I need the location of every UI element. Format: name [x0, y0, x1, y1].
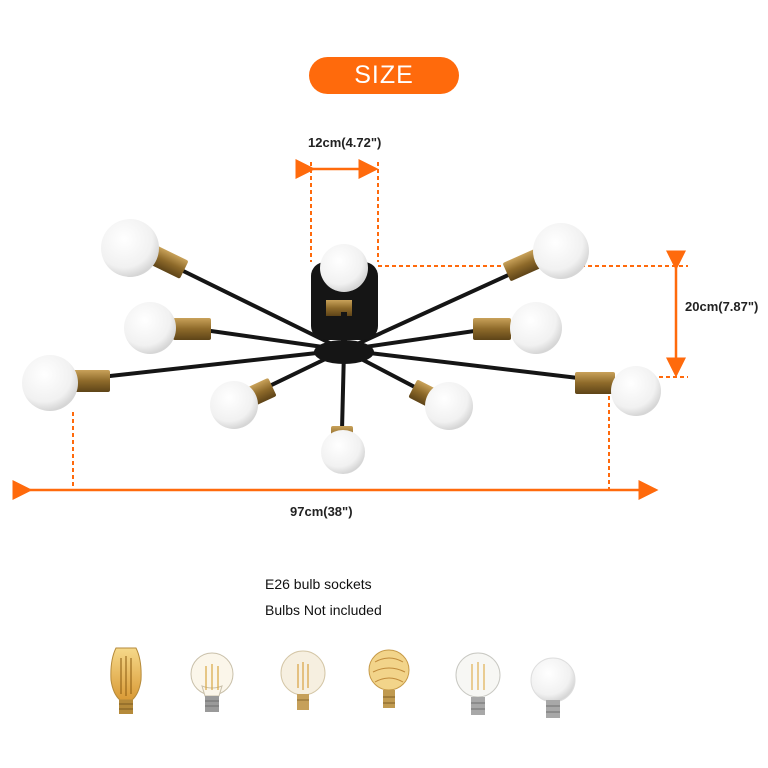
bulb-top-center — [320, 244, 368, 292]
bulb-mid-left — [124, 302, 211, 354]
bulb-top-right — [503, 223, 589, 281]
g25-frosted-globe-bulb-icon — [530, 657, 576, 718]
bulb-bottom — [321, 426, 365, 474]
bulb-types-row — [110, 647, 576, 718]
size-badge-label: SIZE — [354, 61, 414, 89]
g30-vintage-globe-bulb-icon — [368, 649, 410, 708]
bulb-mid-right — [473, 302, 562, 354]
st64-edison-filament-bulb-icon — [110, 647, 142, 714]
bulb-lower-left — [210, 378, 276, 429]
height-label: 20cm(7.87") — [685, 299, 759, 314]
a19-filament-bulb-icon — [190, 652, 234, 712]
bulbs-not-included-note: Bulbs Not included — [265, 602, 382, 618]
bulb-top-left — [101, 219, 188, 279]
fixture-bulbs — [22, 219, 661, 474]
size-badge: SIZE — [309, 57, 459, 94]
bulb-far-right — [575, 366, 661, 416]
bulb-far-left — [22, 355, 110, 411]
center-width-label: 12cm(4.72") — [308, 135, 382, 150]
g25-clear-globe-bulb-icon — [280, 650, 326, 710]
overall-width-label: 97cm(38") — [290, 504, 353, 519]
g25-led-filament-globe-bulb-icon — [455, 652, 501, 715]
socket-type-note: E26 bulb sockets — [265, 576, 372, 592]
bulb-lower-right — [409, 380, 473, 430]
